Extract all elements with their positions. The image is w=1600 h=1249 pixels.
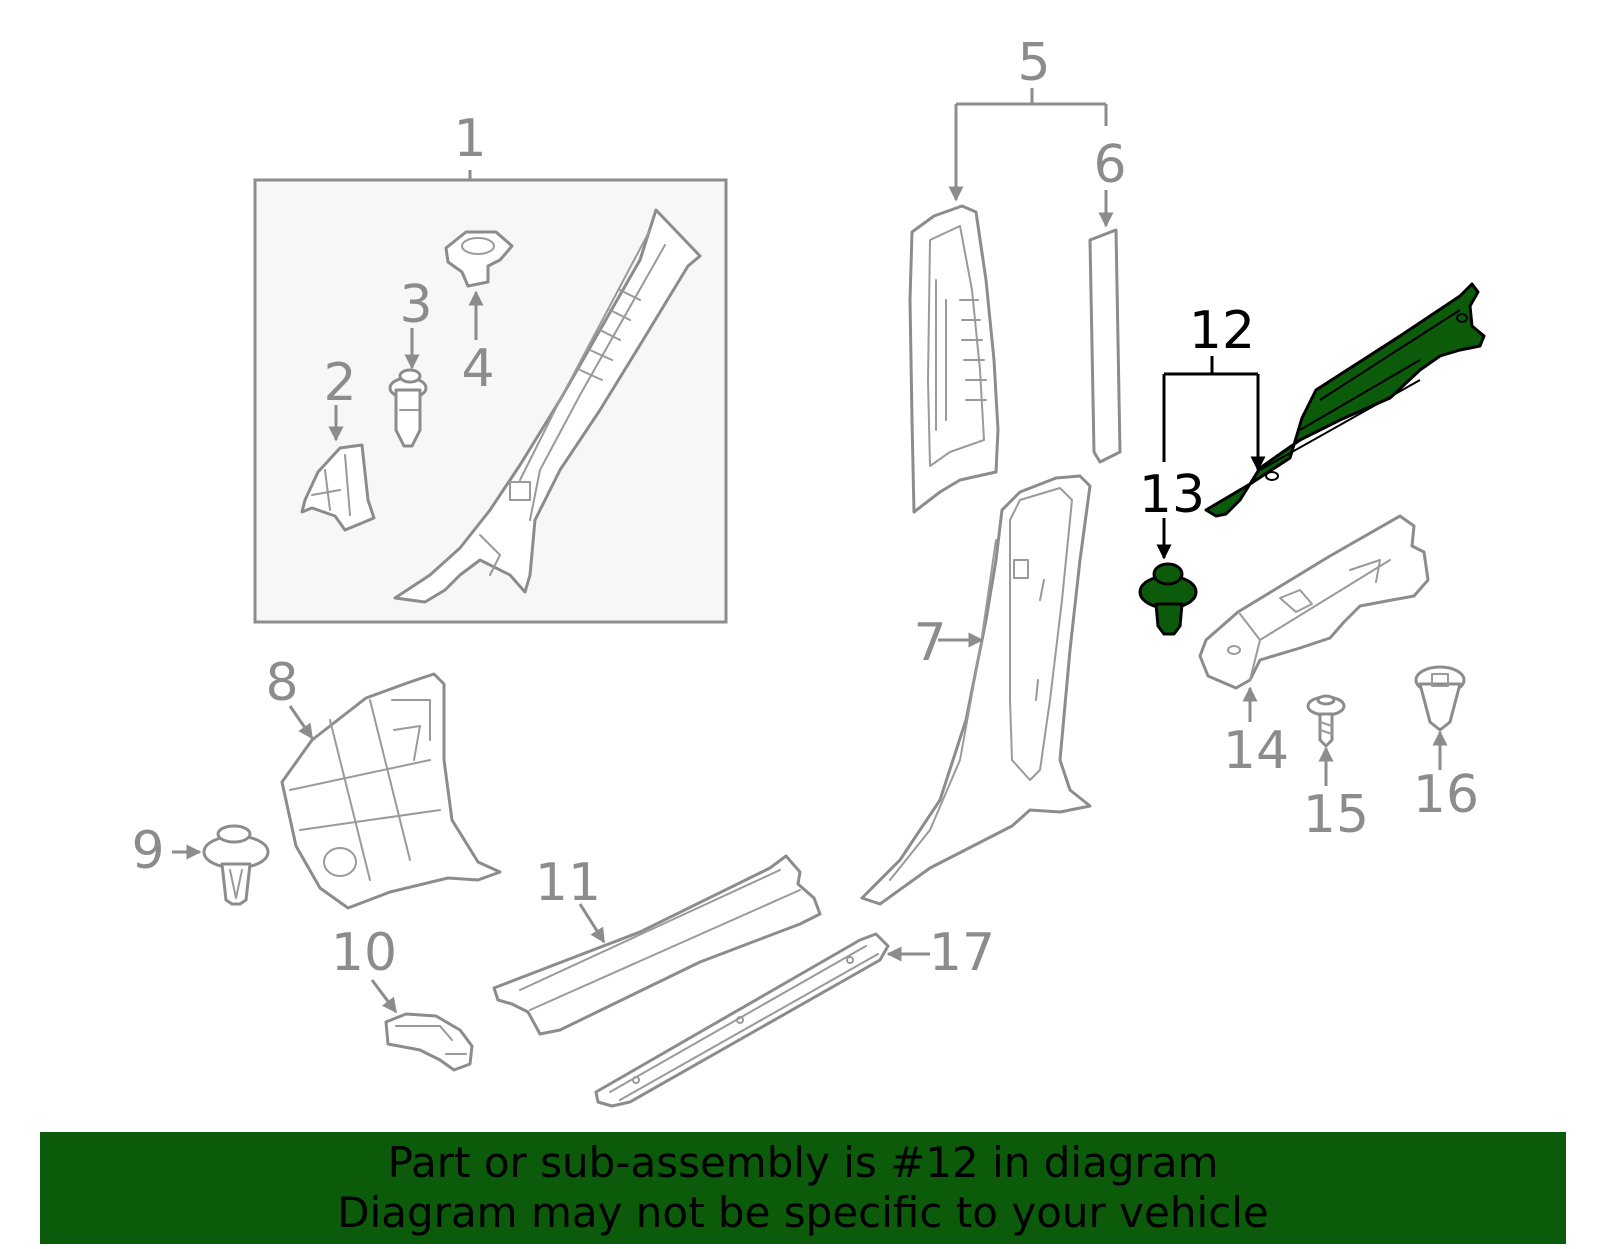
callout-6[interactable]: 6	[1093, 135, 1126, 195]
callout-2[interactable]: 2	[323, 353, 356, 413]
part-12-upper-trim-highlighted[interactable]	[1204, 282, 1486, 518]
leader-11	[578, 903, 606, 944]
a-pillar-trim[interactable]	[393, 208, 702, 604]
leader-12	[1164, 356, 1258, 470]
info-banner: Part or sub-assembly is #12 in diagram D…	[40, 1132, 1566, 1244]
part-9-push-clip[interactable]	[202, 824, 270, 906]
part-8-kick-panel[interactable]	[280, 672, 502, 910]
callout-7[interactable]: 7	[913, 613, 946, 673]
part-14-trim-bracket[interactable]	[1198, 514, 1430, 690]
part-17-sill-plate[interactable]	[594, 932, 890, 1108]
leader-8	[288, 705, 314, 740]
leader-5	[956, 88, 1106, 200]
callout-10[interactable]: 10	[331, 923, 397, 983]
part-10-bracket[interactable]	[384, 1012, 474, 1072]
part-7-lower-pillar-trim[interactable]	[860, 474, 1092, 906]
callout-16[interactable]: 16	[1413, 765, 1479, 825]
part-13-push-clip-highlighted[interactable]	[1138, 562, 1198, 636]
part-11-scuff-plate[interactable]	[492, 854, 822, 1036]
callout-5[interactable]: 5	[1017, 33, 1050, 93]
part-6-trim-strip[interactable]	[1088, 228, 1122, 464]
banner-line-1: Part or sub-assembly is #12 in diagram	[387, 1138, 1219, 1187]
part-4-retainer-clip[interactable]	[444, 230, 514, 288]
callout-3[interactable]: 3	[399, 275, 432, 335]
part-15-screw[interactable]	[1306, 694, 1346, 748]
part-2-clip[interactable]	[300, 443, 376, 532]
callout-17[interactable]: 17	[929, 923, 995, 983]
banner-line-2: Diagram may not be specific to your vehi…	[337, 1188, 1269, 1237]
callout-13[interactable]: 13	[1139, 465, 1205, 525]
part-5-upper-pillar-trim[interactable]	[908, 204, 1000, 514]
callout-11[interactable]: 11	[535, 853, 601, 913]
callout-9[interactable]: 9	[131, 821, 164, 881]
part-16-clip-nut[interactable]	[1414, 665, 1466, 732]
callout-8[interactable]: 8	[265, 653, 298, 713]
leader-10	[370, 979, 398, 1014]
callout-15[interactable]: 15	[1303, 785, 1369, 845]
callout-12[interactable]: 12	[1189, 301, 1255, 361]
callout-14[interactable]: 14	[1223, 721, 1289, 781]
callout-1[interactable]: 1	[453, 109, 486, 169]
part-3-push-pin[interactable]	[388, 368, 428, 448]
callout-4[interactable]: 4	[461, 339, 494, 399]
